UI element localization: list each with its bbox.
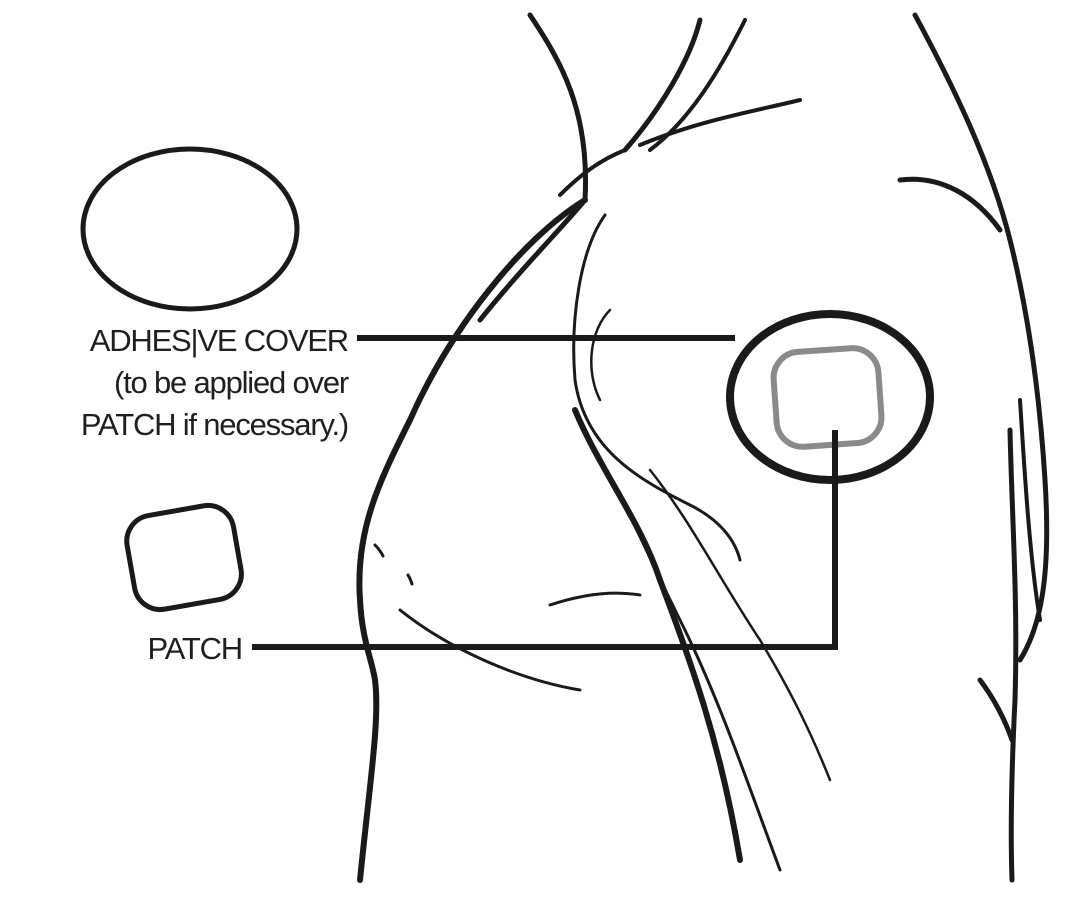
- adhesive-cover-title: ADHES|VE COVER: [8, 320, 348, 362]
- applied-adhesive-cover: [730, 314, 930, 480]
- adhesive-cover-note-line1: (to be applied over: [8, 362, 348, 404]
- adhesive-cover-illustration: [83, 149, 297, 309]
- patch-illustration: [123, 501, 246, 613]
- adhesive-cover-label: ADHES|VE COVER (to be applied over PATCH…: [8, 320, 348, 446]
- applied-patch-outline: [772, 346, 883, 448]
- patch-label: PATCH: [120, 628, 242, 670]
- torso-sketch: [359, 15, 1046, 880]
- adhesive-cover-note-line2: PATCH if necessary.): [8, 404, 348, 446]
- patch-leader-line: [252, 430, 835, 647]
